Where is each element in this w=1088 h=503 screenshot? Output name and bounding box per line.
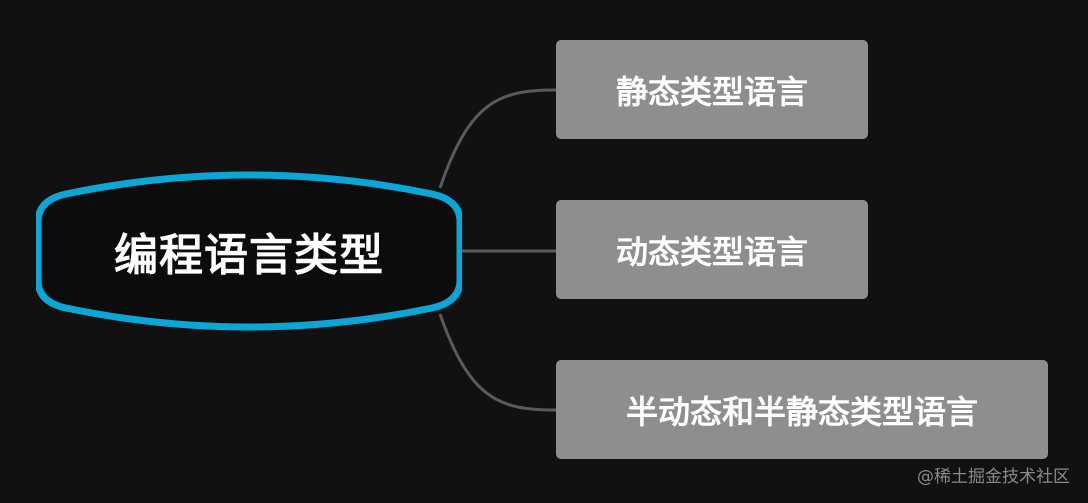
root-node[interactable]: 编程语言类型 xyxy=(36,162,462,340)
watermark: @稀土掘金技术社区 xyxy=(917,467,1070,487)
child-label-dynamic: 动态类型语言 xyxy=(615,232,808,271)
connector-to-child-0 xyxy=(438,88,557,189)
root-node-outline xyxy=(36,171,462,331)
root-label: 编程语言类型 xyxy=(114,230,384,281)
root-node-shape xyxy=(36,171,462,331)
child-node-dynamic[interactable]: 动态类型语言 xyxy=(556,200,868,299)
child-label-static: 静态类型语言 xyxy=(615,72,808,111)
connector-to-child-2 xyxy=(438,313,557,412)
child-label-semi: 半动态和半静态类型语言 xyxy=(625,392,978,431)
child-node-static[interactable]: 静态类型语言 xyxy=(556,40,868,139)
child-node-semi[interactable]: 半动态和半静态类型语言 xyxy=(556,360,1048,459)
